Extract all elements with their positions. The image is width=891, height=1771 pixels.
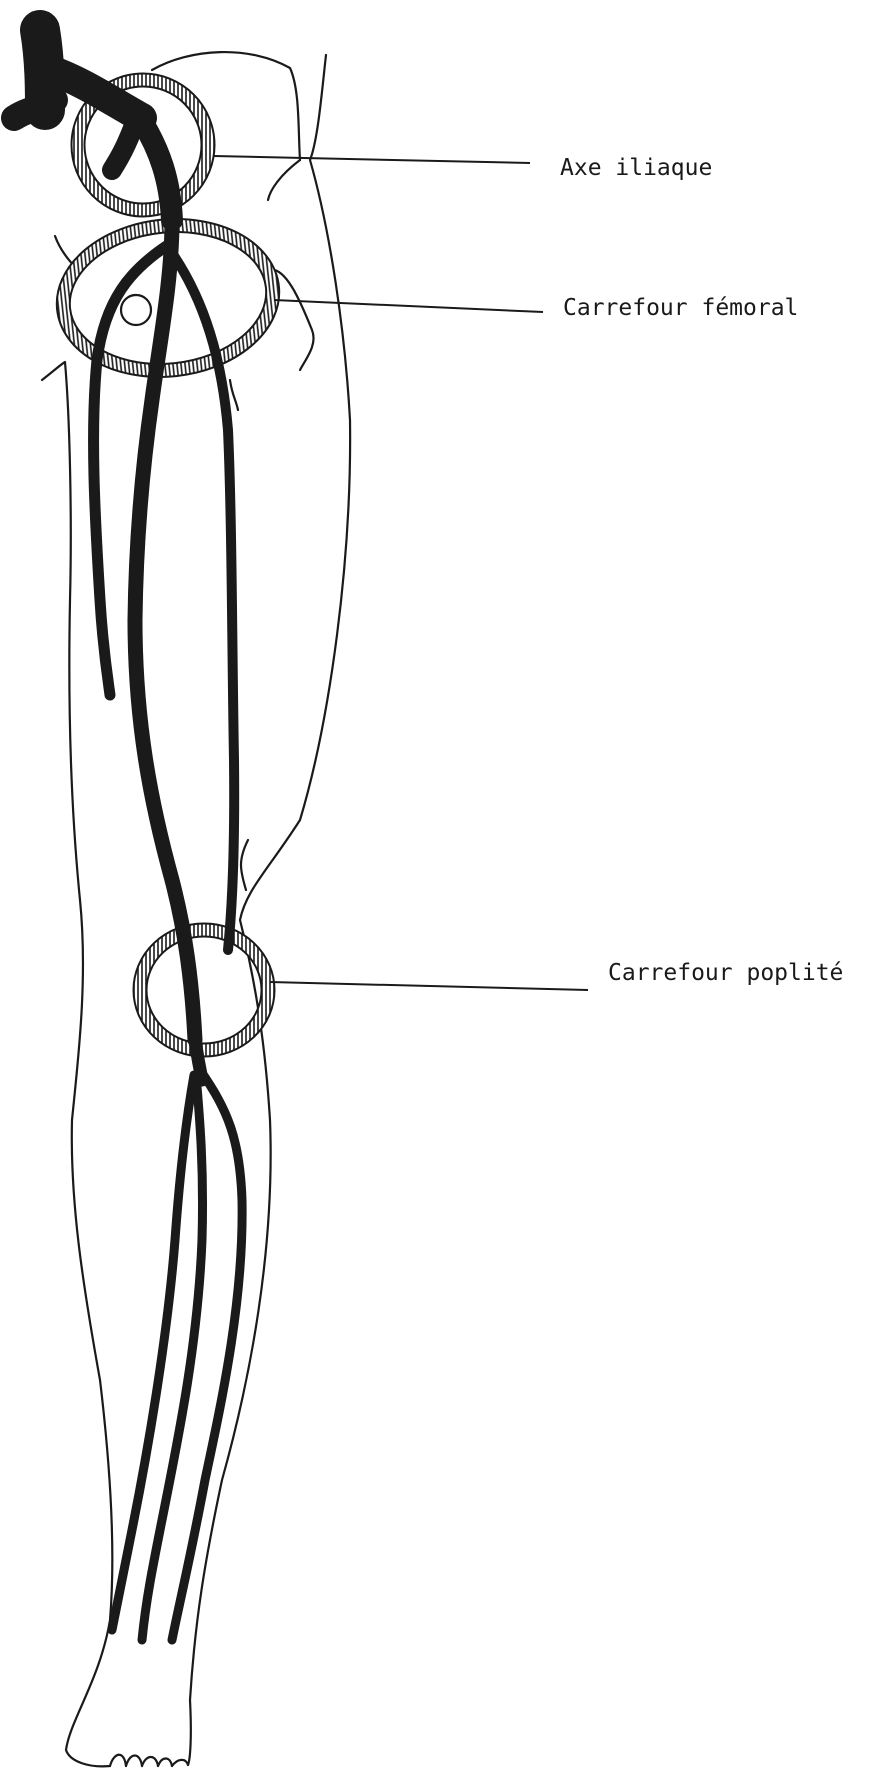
internal-iliac-artery [112, 120, 136, 170]
leader-femoral [274, 300, 543, 312]
popliteal-crossroad-label: Carrefour poplité [608, 962, 843, 985]
femoral-crossroad-label: Carrefour fémoral [563, 297, 798, 320]
superficial-femoral-artery [135, 220, 195, 1040]
popliteal-ring [140, 930, 268, 1050]
arterial-tree [14, 30, 242, 1640]
leader-popliteal [270, 982, 588, 990]
iliac-axis-label: Axe iliaque [560, 157, 712, 180]
leader-iliac [214, 156, 530, 163]
